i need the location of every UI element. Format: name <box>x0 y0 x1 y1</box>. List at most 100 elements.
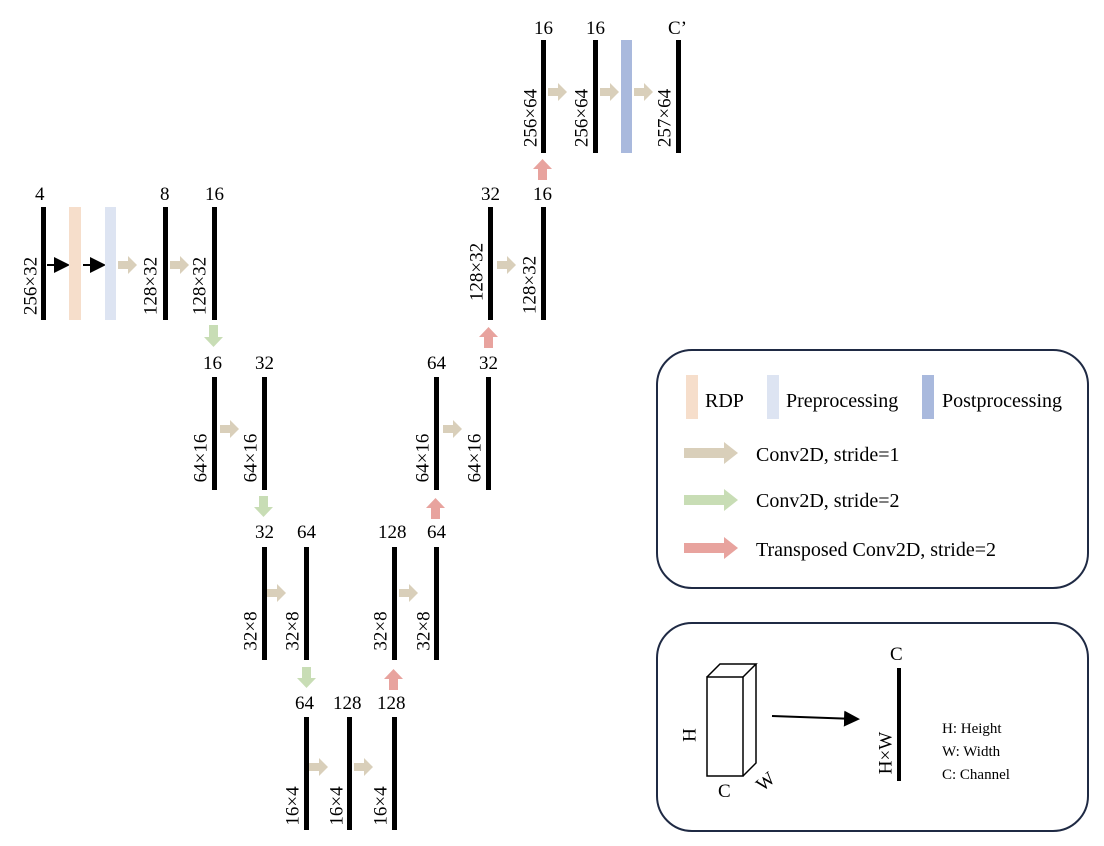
channel-label: 16 <box>586 18 605 39</box>
transposed-conv-arrow <box>384 669 403 690</box>
conv-stride2-arrow <box>204 325 223 347</box>
width-definition: W: Width <box>942 744 1001 760</box>
size-label: 32×8 <box>282 611 304 651</box>
preprocessing-block <box>105 207 116 320</box>
conv-stride1-arrow <box>497 256 516 274</box>
channel-label: 8 <box>160 184 170 205</box>
feature-bar-d3-a <box>392 547 397 660</box>
feature-bar-bottleneck-b <box>347 717 352 830</box>
postprocessing-swatch <box>922 375 934 419</box>
feature-bar-d3-b <box>434 547 439 660</box>
feature-bar-l3-a <box>262 547 267 660</box>
preprocessing-swatch <box>767 375 779 419</box>
channel-label: 16 <box>534 18 553 39</box>
feature-bar-out-a <box>541 40 546 153</box>
conv-stride1-arrow <box>354 758 373 776</box>
conv-stride1-arrow <box>634 83 653 101</box>
conv-stride1-arrow <box>600 83 619 101</box>
feature-bar-d2-a <box>434 377 439 490</box>
size-label: 16×4 <box>326 786 348 826</box>
channel-label: 128 <box>378 522 407 543</box>
conv-stride2-arrow <box>254 496 273 517</box>
conv-stride1-arrow <box>170 256 189 274</box>
channel-label: 32 <box>481 184 500 205</box>
rdp-block <box>69 207 81 320</box>
size-label: 128×32 <box>519 255 541 315</box>
channel-label: 64 <box>427 353 446 374</box>
transposed-conv-arrow <box>533 159 552 180</box>
postprocessing-block <box>621 40 632 153</box>
conv-stride1-arrow <box>309 758 328 776</box>
size-label: 256×64 <box>520 88 542 148</box>
conv-stride1-arrow <box>220 420 239 438</box>
conv-stride1-arrow <box>548 83 567 101</box>
feature-bar-d1-a <box>488 207 493 320</box>
legend-preprocessing: Preprocessing <box>786 390 899 412</box>
size-label: 257×64 <box>654 88 676 148</box>
feature-bar-l1-b <box>212 207 217 320</box>
notation-box <box>656 622 1089 832</box>
size-label: 32×8 <box>240 611 262 651</box>
feature-bar-bottleneck-c <box>392 717 397 830</box>
legend-conv1: Conv2D, stride=1 <box>756 444 900 466</box>
feature-bar-l1-a <box>163 207 168 320</box>
legend-tconv: Transposed Conv2D, stride=2 <box>756 539 996 561</box>
legend-conv2: Conv2D, stride=2 <box>756 490 900 512</box>
channel-label: C’ <box>668 18 687 39</box>
feature-bar-input <box>41 207 46 320</box>
transposed-conv-arrow <box>426 498 445 519</box>
cube-h-label: H <box>679 728 701 742</box>
feature-bar-l2-b <box>262 377 267 490</box>
feature-bar-d1-b <box>541 207 546 320</box>
channel-label: 32 <box>479 353 498 374</box>
feature-bar-l3-b <box>304 547 309 660</box>
height-definition: H: Height <box>942 721 1002 737</box>
conv-stride1-arrow <box>443 420 462 438</box>
size-label: 256×64 <box>571 88 593 148</box>
channel-label: 16 <box>205 184 224 205</box>
feature-bar-bottleneck-a <box>304 717 309 830</box>
conv-stride1-arrow <box>118 256 137 274</box>
channel-label: 64 <box>427 522 446 543</box>
transposed-conv-arrow <box>479 327 498 348</box>
size-label: 64×16 <box>464 433 486 483</box>
notation-arrow <box>771 710 860 727</box>
size-label: 16×4 <box>370 786 392 826</box>
legend-postprocessing: Postprocessing <box>942 390 1062 412</box>
size-label: 32×8 <box>413 611 435 651</box>
channel-label: 16 <box>533 184 552 205</box>
size-label: 32×8 <box>370 611 392 651</box>
cube-c-label: C <box>718 781 731 802</box>
channel-label: 128 <box>377 693 406 714</box>
feature-bar-output <box>676 40 681 153</box>
size-label: 256×32 <box>20 256 42 316</box>
notation-bar <box>897 668 901 781</box>
conv-stride2-arrow <box>297 667 316 688</box>
feature-bar-d2-b <box>486 377 491 490</box>
conv-stride1-arrow <box>399 584 418 602</box>
legend-conv2-arrow-icon <box>684 489 738 511</box>
rdp-swatch <box>686 375 698 419</box>
legend-box <box>656 349 1089 589</box>
channel-label: 64 <box>295 693 314 714</box>
size-label: 64×16 <box>240 433 262 483</box>
bar-c-label: C <box>890 644 903 665</box>
size-label: 16×4 <box>282 786 304 826</box>
channel-definition: C: Channel <box>942 767 1010 783</box>
size-label: 128×32 <box>466 242 488 302</box>
bar-hw-label: H×W <box>875 731 897 775</box>
feature-bar-out-b <box>593 40 598 153</box>
channel-label: 16 <box>203 353 222 374</box>
legend-rdp: RDP <box>705 390 744 412</box>
size-label: 64×16 <box>412 433 434 483</box>
cube-icon <box>706 663 758 777</box>
legend-tconv-arrow-icon <box>684 537 738 559</box>
size-label: 128×32 <box>140 256 162 316</box>
channel-label: 32 <box>255 353 274 374</box>
channel-label: 128 <box>333 693 362 714</box>
legend-conv1-arrow-icon <box>684 442 738 464</box>
channel-label: 64 <box>297 522 316 543</box>
feature-bar-l2-a <box>212 377 217 490</box>
conv-stride1-arrow <box>267 584 286 602</box>
